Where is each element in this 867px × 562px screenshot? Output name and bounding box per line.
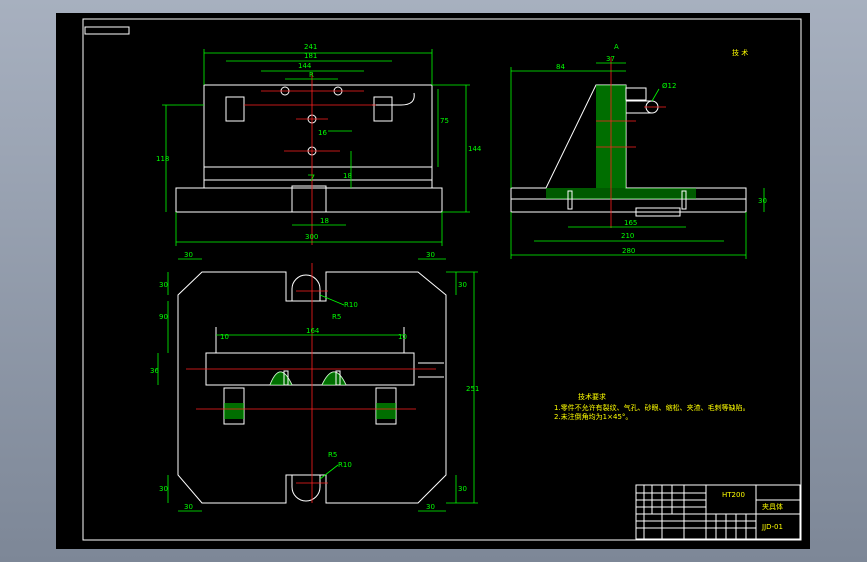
drawing-sheet: 241 181 144 R 144 75 118 300 18 16 18 [56,13,810,549]
plan-top-u-slot [291,274,321,301]
dim-base-slot: 18 [320,217,329,225]
technical-notes: 技术要求 1.零件不允许有裂纹、气孔、砂眼、缩松、夹渣、毛刺等缺陷。 2.未注倒… [554,392,750,421]
front-view: 241 181 144 R 144 75 118 300 18 16 18 [156,43,482,246]
side-dim-height-left: 84 [556,63,565,71]
title-part-name: 夹具体 [762,502,783,511]
plan-dim-side-lt: 30 [159,281,168,289]
side-dim-overall-width: 280 [622,247,635,255]
dim-overall-width: 241 [304,43,317,51]
dim-height-right: 144 [468,145,482,153]
plan-dim-radius-top-small: R5 [332,313,341,321]
plan-dim-corner-bl: 30 [184,503,193,511]
plan-dim-left-small: 36 [150,367,159,375]
plan-dim-side-rb: 30 [458,485,467,493]
corner-label: 技 术 [732,48,748,57]
plan-dim-mark-b: 10 [398,333,407,341]
side-dim-top-offset: 37 [606,55,615,63]
plan-dim-corner-tr: 30 [426,251,435,259]
dim-small-right: 75 [440,117,449,125]
side-lug [625,87,647,101]
front-right-block [373,96,393,122]
inner-border [82,18,802,541]
side-dim-hole: Ø12 [662,82,676,90]
side-pin-left [567,190,573,210]
front-left-block [225,96,245,122]
title-block: HT200 夹具体 JJD-01 [635,484,801,540]
notes-line-1: 1.零件不允许有裂纹、气孔、砂眼、缩松、夹渣、毛刺等缺陷。 [554,403,750,412]
side-view: 84 37 A Ø12 30 210 280 165 [510,43,767,259]
plan-outline [177,271,447,504]
plan-dim-corner-tl: 30 [184,251,193,259]
plan-dim-side-lb: 30 [159,485,168,493]
plan-view: 30 30 30 30 30 30 30 30 251 164 90 36 R1… [150,251,479,512]
notes-line-2: 2.未注倒角均为1×45°。 [554,412,632,421]
front-upper-body [203,84,433,168]
plan-dim-corner-br: 30 [426,503,435,511]
side-slot [635,207,681,217]
dim-height-left: 118 [156,155,169,163]
dim-slot-width: 144 [298,62,312,70]
side-pin-right [681,190,687,210]
front-base-slot [291,185,327,213]
title-material: HT200 [722,491,745,499]
plan-dim-radius-bottom-small: R5 [328,451,337,459]
dim-center-mark: R [309,71,314,79]
plan-dim-bar-width: 164 [306,327,320,335]
dim-base-width: 300 [305,233,318,241]
plan-dim-overall-height: 251 [466,385,479,393]
notes-title: 技术要求 [578,392,606,401]
title-drawing-no: JJD-01 [761,523,783,531]
plan-bottom-u-slot [291,475,321,502]
plan-dim-mark-a: 10 [220,333,229,341]
side-base-hatch [546,188,696,199]
side-dim-base-right: 30 [758,197,767,205]
dim-inner-width: 181 [304,52,317,60]
drawing-canvas: 241 181 144 R 144 75 118 300 18 16 18 [82,18,802,541]
plan-dim-radius-top: R10 [344,301,358,309]
side-dim-inner-width: 210 [621,232,634,240]
plan-dim-radius-bottom: R10 [338,461,352,469]
dim-note-2: 18 [343,172,352,180]
side-dim-top-label: A [614,43,619,51]
plan-dim-side-rt: 30 [458,281,467,289]
front-base [175,187,443,213]
corner-tag-box [84,26,130,35]
side-dim-small-mid: 165 [624,219,637,227]
plan-dim-left-height: 90 [159,313,168,321]
front-clamp-jaw [372,92,415,106]
dim-note-1: 16 [318,129,327,137]
